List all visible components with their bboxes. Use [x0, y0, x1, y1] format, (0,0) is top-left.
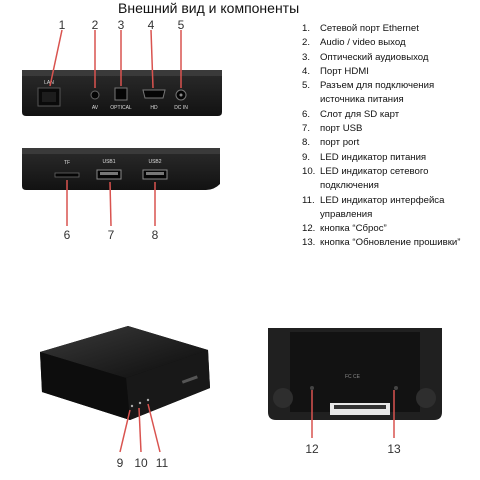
legend-text: порт USB [320, 123, 363, 135]
legend-text: Порт HDMI [320, 65, 369, 77]
tf-label: TF [64, 160, 70, 166]
legend-text: Оптический аудиовыход [320, 51, 429, 63]
legend-num: 12. [302, 223, 316, 235]
hdmi-port-icon [142, 89, 166, 99]
legend-num: 8. [302, 137, 311, 149]
legend-num: 4. [302, 65, 311, 77]
legend-item: 2. Audio / video выход [302, 36, 478, 50]
usb1-label: USB1 [102, 159, 115, 165]
callout-line-4 [150, 29, 154, 89]
legend-text: кнопка “Обновление прошивки” [320, 237, 461, 249]
back-panel-view: LAN AV OPTICAL HD DC IN [22, 29, 222, 116]
legend-item: 6. Слот для SD карт [302, 108, 478, 122]
box-front [126, 350, 210, 420]
legend-text: Слот для SD карт [320, 108, 400, 120]
control-led-icon [146, 398, 150, 402]
legend-item: 12. кнопка “Сброс” [302, 222, 478, 236]
side-panel-body [22, 148, 220, 190]
av-label: AV [92, 105, 99, 111]
legend-num: 7. [302, 123, 311, 135]
box-left [40, 352, 130, 420]
firmware-button-icon [394, 386, 398, 390]
legend-item: 9. LED индикатор питания [302, 151, 478, 165]
page-title: Внешний вид и компоненты [118, 0, 300, 16]
legend-item: 3. Оптический аудиовыход [302, 51, 478, 65]
callout-line-7 [109, 181, 112, 227]
legend-item: 5. Разъем для подключения источника питан… [302, 79, 478, 108]
lan-label: LAN [44, 80, 54, 86]
legend-text: Audio / video выход [320, 37, 406, 49]
legend-num: 6. [302, 108, 311, 120]
legend-text: LED индикатор интерфейса управления [320, 194, 445, 220]
callout-number-12: 12 [305, 442, 319, 456]
optical-port-icon [114, 87, 128, 101]
legend-num: 1. [302, 23, 311, 34]
usb2-port-inner [146, 172, 164, 175]
callout-number-11: 11 [155, 456, 169, 470]
callout-number-2: 2 [91, 18, 99, 32]
optical-label: OPTICAL [110, 105, 132, 111]
bottom-inner [290, 332, 420, 412]
legend-item: 10. LED индикатор сетевого подключения [302, 165, 478, 194]
usb2-label: USB2 [148, 159, 161, 165]
legend-item: 1. Сетевой порт Ethernet [302, 22, 478, 36]
bottom-view: FC CE [268, 328, 442, 438]
legend-num: 9. [302, 151, 311, 163]
box-top [40, 326, 208, 378]
component-legend: 1. Сетевой порт Ethernet 2. Audio / video … [302, 22, 478, 251]
callout-line-9 [119, 409, 131, 453]
legend-item: 4. Порт HDMI [302, 65, 478, 79]
lan-port-inner [42, 92, 56, 102]
legend-text: LED индикатор сетевого подключения [320, 165, 429, 192]
certification-marks: FC CE [345, 374, 361, 380]
callout-line-11 [147, 403, 161, 453]
network-led-icon [138, 401, 142, 405]
front-perspective-view [40, 326, 210, 453]
side-panel-top-edge [22, 148, 220, 154]
legend-text: кнопка “Сброс” [320, 223, 387, 235]
legend-num: 11. [302, 194, 315, 206]
back-panel-top-edge [22, 70, 222, 76]
callout-line-10 [138, 407, 142, 453]
dcin-label: DC IN [174, 105, 188, 111]
legend-num: 3. [302, 51, 311, 63]
callout-number-3: 3 [117, 18, 125, 32]
box-logo-strip [181, 375, 198, 384]
barcode-icon [334, 405, 386, 409]
legend-text: LED индикатор питания [320, 151, 427, 163]
callout-number-8: 8 [151, 228, 159, 242]
reset-button-icon [310, 386, 314, 390]
legend-item: 8. порт port [302, 136, 478, 150]
legend-text: порт port [320, 137, 360, 149]
callout-number-4: 4 [147, 18, 155, 32]
callout-number-7: 7 [107, 228, 115, 242]
callout-number-13: 13 [387, 442, 401, 456]
sd-slot-icon [54, 172, 80, 178]
av-port-icon [90, 90, 100, 100]
rubber-foot-left [273, 388, 293, 408]
callout-number-10: 10 [134, 456, 148, 470]
callout-number-6: 6 [63, 228, 71, 242]
rubber-foot-right [416, 388, 436, 408]
callout-line-1 [49, 29, 63, 87]
usb1-port-inner [100, 172, 118, 175]
legend-item: 11. LED индикатор интерфейса управления [302, 194, 478, 223]
callout-number-1: 1 [58, 18, 66, 32]
hd-label: HD [150, 105, 158, 111]
legend-num: 10. [302, 165, 316, 177]
legend-text: Разъем для подключения источника питания [320, 80, 435, 106]
side-panel-view: TF USB1 USB2 [22, 148, 220, 227]
legend-item: 13. кнопка “Обновление прошивки” [302, 236, 478, 250]
dc-in-pin [179, 93, 183, 97]
legend-item: 7. порт USB [302, 122, 478, 136]
legend-num: 5. [302, 80, 311, 92]
legend-num: 2. [302, 37, 311, 49]
power-led-icon [130, 404, 134, 408]
legend-num: 13. [302, 237, 316, 249]
callout-number-5: 5 [177, 18, 185, 32]
legend-text: Сетевой порт Ethernet [320, 23, 419, 34]
callout-number-9: 9 [116, 456, 124, 470]
